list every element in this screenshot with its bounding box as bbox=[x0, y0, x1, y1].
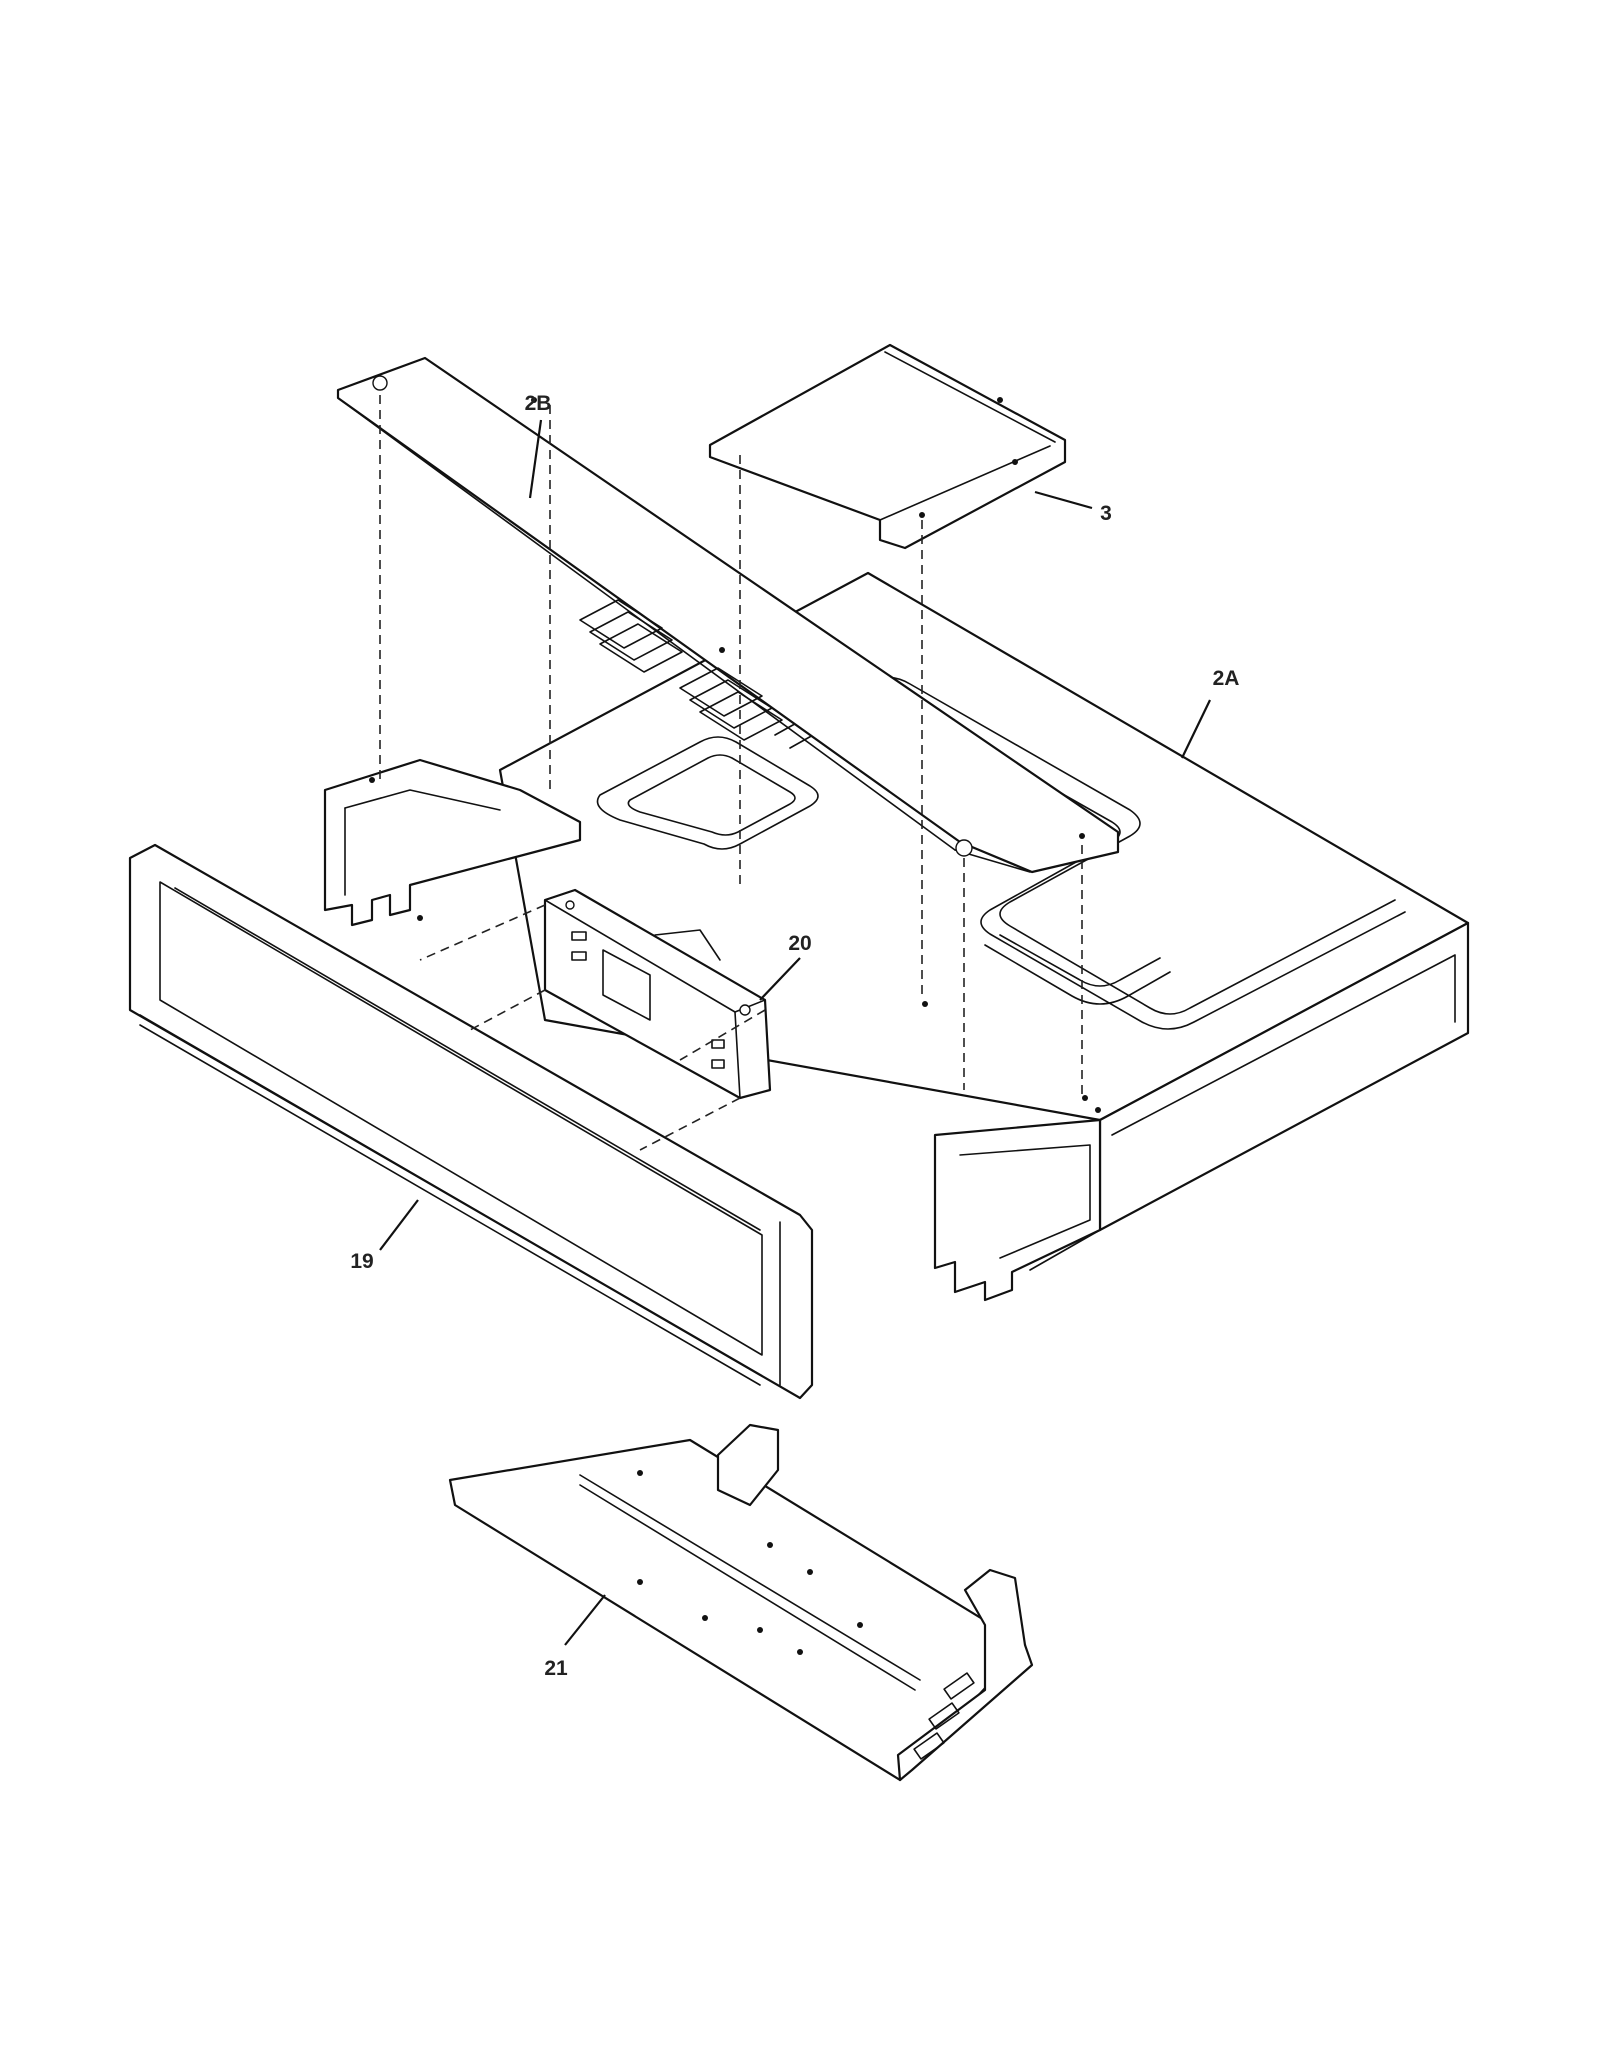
callout-20: 20 bbox=[788, 932, 811, 955]
part-3-shield-plate bbox=[708, 343, 1067, 550]
vent-slots bbox=[579, 599, 783, 741]
callout-2a: 2A bbox=[1213, 667, 1240, 690]
leader-lines bbox=[379, 419, 1211, 1646]
part-2b-vent-channel bbox=[336, 356, 1120, 874]
alignment-lines bbox=[379, 395, 1083, 1151]
callout-2b: 2B bbox=[525, 392, 552, 415]
callout-19: 19 bbox=[350, 1250, 373, 1273]
callout-3: 3 bbox=[1100, 502, 1112, 525]
part-19-control-panel bbox=[128, 843, 814, 1400]
callout-labels: 2B 3 2A 20 19 21 bbox=[350, 392, 1239, 1680]
part-21-lower-tray bbox=[448, 1423, 1034, 1782]
left-side-bracket bbox=[323, 758, 582, 927]
callout-21: 21 bbox=[544, 1657, 568, 1680]
